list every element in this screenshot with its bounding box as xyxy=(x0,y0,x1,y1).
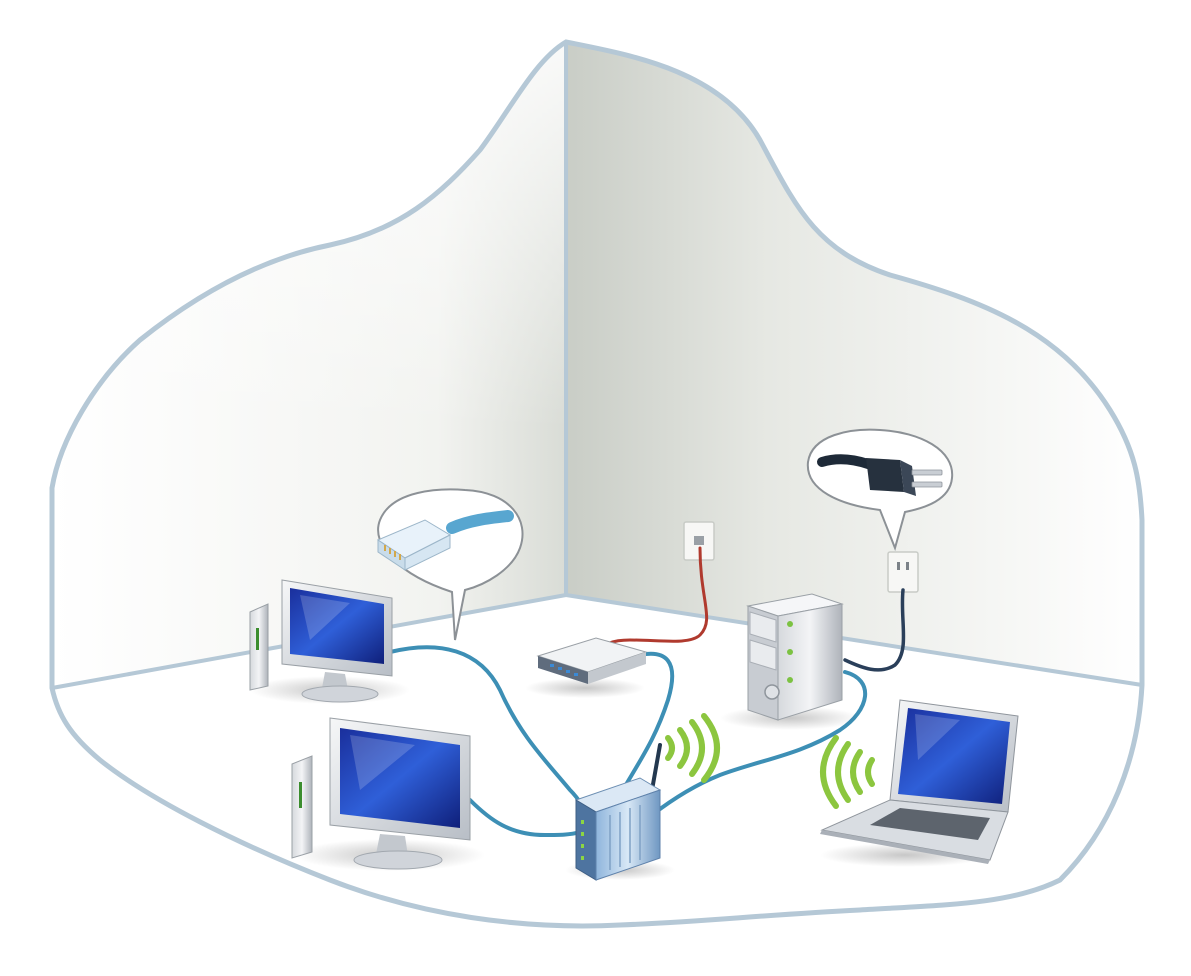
power-callout xyxy=(806,428,954,552)
drive-led xyxy=(787,649,793,655)
laptop-screen xyxy=(898,708,1010,804)
drive-led xyxy=(787,621,793,627)
tower-router-cable xyxy=(650,670,867,817)
wireless-router-icon[interactable] xyxy=(565,743,675,881)
power-button-icon xyxy=(764,684,780,700)
router-antenna xyxy=(650,743,662,792)
desktop-computer-2[interactable] xyxy=(291,717,485,871)
desktop-computer-1[interactable] xyxy=(249,579,410,704)
right-wall xyxy=(566,42,1142,685)
wifi-signal-icon xyxy=(820,735,875,809)
monitor-screen xyxy=(290,588,384,664)
router-vents xyxy=(609,805,641,870)
wall-outlet-icon xyxy=(887,551,919,593)
modem-leds xyxy=(550,664,578,676)
desktop-tower-icon xyxy=(249,603,269,691)
drive-led xyxy=(787,677,793,683)
desktop-monitor-icon xyxy=(281,579,393,703)
desktop-monitor-icon xyxy=(329,717,471,870)
modem-icon[interactable] xyxy=(525,637,648,698)
room-outline xyxy=(49,39,1145,929)
desktop2-router-cable xyxy=(468,798,582,838)
power-cable xyxy=(843,588,906,672)
floor-edge-right xyxy=(565,593,1143,687)
power-plug-icon xyxy=(817,454,943,496)
ethernet-plug-icon xyxy=(376,510,514,571)
desktop-tower-icon xyxy=(291,755,313,859)
laptop-keyboard xyxy=(870,808,990,840)
modem-router-cable xyxy=(618,651,675,797)
ethernet-callout xyxy=(376,488,524,641)
wifi-signal-icon xyxy=(665,713,720,783)
tower-pc-icon[interactable] xyxy=(720,593,860,730)
laptop-icon[interactable] xyxy=(820,699,1019,867)
router-leds xyxy=(581,820,584,860)
monitor-screen xyxy=(340,728,460,828)
